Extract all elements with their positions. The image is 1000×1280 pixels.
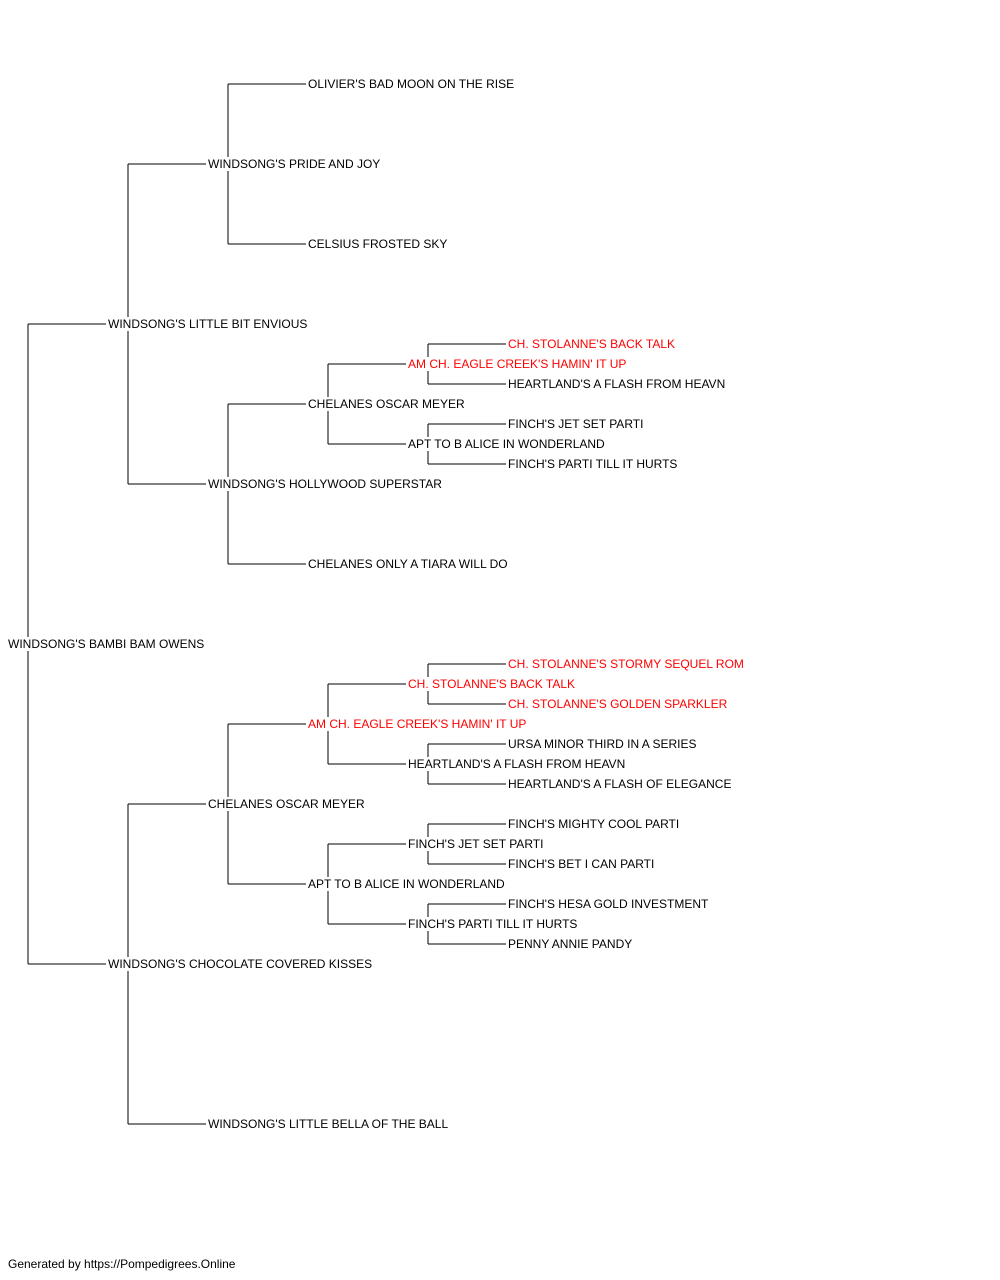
dog-pedigree-dam-sire-sire-sire: CH. STOLANNE'S BACK TALK bbox=[408, 677, 578, 691]
dog-pedigree-sire-dam-sire-sire-sire: CH. STOLANNE'S BACK TALK bbox=[508, 337, 678, 351]
dog-pedigree-dam-dam: WINDSONG'S LITTLE BELLA OF THE BALL bbox=[208, 1117, 451, 1131]
dog-pedigree-sire-dam-sire-sire-dam: HEARTLAND'S A FLASH FROM HEAVN bbox=[508, 377, 728, 391]
dog-pedigree-sire-dam-sire-dam-dam: FINCH'S PARTI TILL IT HURTS bbox=[508, 457, 680, 471]
dog-pedigree-dam-sire-dam-sire: FINCH'S JET SET PARTI bbox=[408, 837, 546, 851]
dog-pedigree-sire-dam-sire-dam: APT TO B ALICE IN WONDERLAND bbox=[408, 437, 607, 451]
dog-pedigree-dam-sire-dam-dam: FINCH'S PARTI TILL IT HURTS bbox=[408, 917, 580, 931]
dog-pedigree-sire-sire-sire: OLIVIER'S BAD MOON ON THE RISE bbox=[308, 77, 517, 91]
dog-pedigree: WINDSONG'S BAMBI BAM OWENS bbox=[8, 637, 207, 651]
dog-pedigree-sire-dam-sire-dam-sire: FINCH'S JET SET PARTI bbox=[508, 417, 646, 431]
dog-pedigree-dam-sire: CHELANES OSCAR MEYER bbox=[208, 797, 367, 811]
dog-pedigree-sire: WINDSONG'S LITTLE BIT ENVIOUS bbox=[108, 317, 310, 331]
dog-pedigree-sire-sire: WINDSONG'S PRIDE AND JOY bbox=[208, 157, 383, 171]
dog-pedigree-dam-sire-sire-dam-dam: HEARTLAND'S A FLASH OF ELEGANCE bbox=[508, 777, 734, 791]
dog-pedigree-dam-sire-dam-dam-dam: PENNY ANNIE PANDY bbox=[508, 937, 635, 951]
dog-pedigree-dam-sire-sire-sire-sire: CH. STOLANNE'S STORMY SEQUEL ROM bbox=[508, 657, 746, 671]
dog-pedigree-sire-sire-dam: CELSIUS FROSTED SKY bbox=[308, 237, 450, 251]
dog-pedigree-dam-sire-dam-sire-dam: FINCH'S BET I CAN PARTI bbox=[508, 857, 657, 871]
dog-pedigree-dam-sire-dam-sire-sire: FINCH'S MIGHTY COOL PARTI bbox=[508, 817, 682, 831]
dog-pedigree-dam: WINDSONG'S CHOCOLATE COVERED KISSES bbox=[108, 957, 375, 971]
dog-pedigree-dam-sire-dam: APT TO B ALICE IN WONDERLAND bbox=[308, 877, 507, 891]
dog-pedigree-sire-dam-dam: CHELANES ONLY A TIARA WILL DO bbox=[308, 557, 510, 571]
dog-pedigree-dam-sire-sire: AM CH. EAGLE CREEK'S HAMIN' IT UP bbox=[308, 717, 529, 731]
footer-credit: Generated by https://Pompedigrees.Online bbox=[8, 1257, 236, 1271]
dog-pedigree-dam-sire-sire-dam: HEARTLAND'S A FLASH FROM HEAVN bbox=[408, 757, 628, 771]
dog-pedigree-sire-dam-sire-sire: AM CH. EAGLE CREEK'S HAMIN' IT UP bbox=[408, 357, 629, 371]
dog-pedigree-dam-sire-sire-dam-sire: URSA MINOR THIRD IN A SERIES bbox=[508, 737, 699, 751]
dog-pedigree-dam-sire-sire-sire-dam: CH. STOLANNE'S GOLDEN SPARKLER bbox=[508, 697, 730, 711]
dog-pedigree-dam-sire-dam-dam-sire: FINCH'S HESA GOLD INVESTMENT bbox=[508, 897, 711, 911]
dog-pedigree-sire-dam-sire: CHELANES OSCAR MEYER bbox=[308, 397, 467, 411]
dog-pedigree-sire-dam: WINDSONG'S HOLLYWOOD SUPERSTAR bbox=[208, 477, 444, 491]
